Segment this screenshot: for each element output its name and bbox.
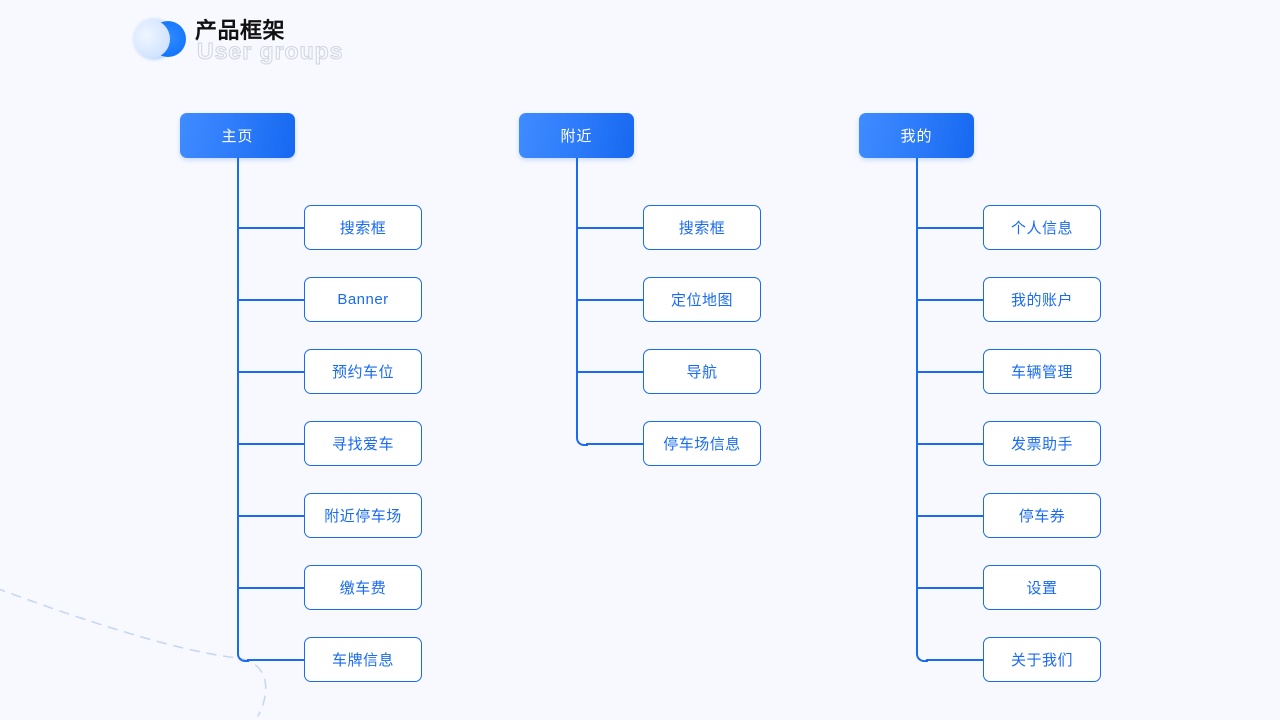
tree-leaf-node[interactable]: 寻找爱车 [304, 421, 422, 466]
tree-branch-line [586, 442, 643, 445]
page-subtitle: User groups [196, 38, 344, 65]
tree-branch-line [237, 586, 304, 589]
gradient-circles-logo-icon [133, 15, 189, 63]
tree-leaf-node[interactable]: 导航 [643, 349, 761, 394]
tree-leaf-node[interactable]: 停车券 [983, 493, 1101, 538]
tree-branch-line [237, 370, 304, 373]
tree-root-node[interactable]: 我的 [859, 113, 974, 158]
tree-branch-line [916, 514, 983, 517]
tree-leaf-node[interactable]: 搜索框 [643, 205, 761, 250]
tree-branch-line [926, 658, 983, 661]
tree-leaf-node[interactable]: 停车场信息 [643, 421, 761, 466]
tree-root-node[interactable]: 主页 [180, 113, 295, 158]
tree-leaf-node[interactable]: 搜索框 [304, 205, 422, 250]
tree-branch-line [916, 298, 983, 301]
tree-leaf-node[interactable]: 我的账户 [983, 277, 1101, 322]
tree-branch-line [576, 298, 643, 301]
tree-leaf-node[interactable]: 个人信息 [983, 205, 1101, 250]
page-header: 产品框架 User groups [133, 13, 343, 65]
tree-leaf-node[interactable]: 预约车位 [304, 349, 422, 394]
tree-root-node[interactable]: 附近 [519, 113, 634, 158]
tree-trunk-elbow [576, 433, 588, 446]
tree-leaf-node[interactable]: 定位地图 [643, 277, 761, 322]
page-title: 产品框架 [195, 18, 286, 43]
tree-branch-line [237, 226, 304, 229]
tree-leaf-node[interactable]: 车牌信息 [304, 637, 422, 682]
tree-leaf-node[interactable]: 缴车费 [304, 565, 422, 610]
tree-branch-line [237, 442, 304, 445]
tree-trunk-line [576, 158, 578, 434]
tree-leaf-node[interactable]: 车辆管理 [983, 349, 1101, 394]
tree-leaf-node[interactable]: 设置 [983, 565, 1101, 610]
tree-branch-line [916, 226, 983, 229]
tree-branch-line [916, 442, 983, 445]
tree-leaf-node[interactable]: 发票助手 [983, 421, 1101, 466]
tree-branch-line [237, 514, 304, 517]
tree-branch-line [916, 586, 983, 589]
logo-solid-circle [134, 20, 186, 58]
tree-branch-line [237, 298, 304, 301]
tree-leaf-node[interactable]: Banner [304, 277, 422, 322]
tree-leaf-node[interactable]: 关于我们 [983, 637, 1101, 682]
tree-branch-line [916, 370, 983, 373]
tree-branch-line [247, 658, 304, 661]
tree-trunk-line [237, 158, 239, 650]
tree-branch-line [576, 226, 643, 229]
tree-branch-line [576, 370, 643, 373]
tree-leaf-node[interactable]: 附近停车场 [304, 493, 422, 538]
tree-trunk-elbow [916, 649, 928, 662]
tree-trunk-line [916, 158, 918, 650]
